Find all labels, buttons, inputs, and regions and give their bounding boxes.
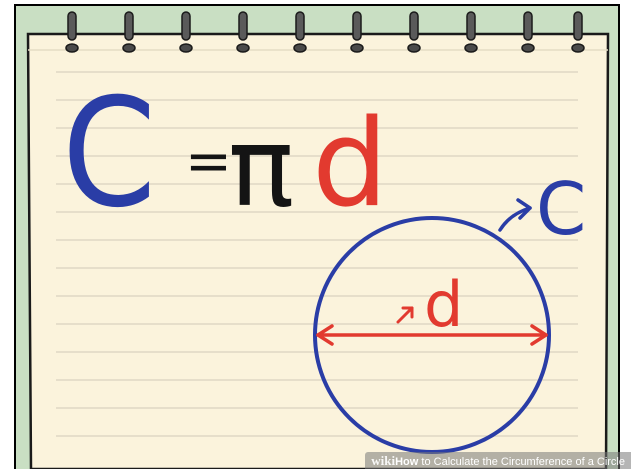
spiral-rings [65,11,585,53]
ring-icon [571,11,585,53]
watermark-how: How [395,456,419,468]
ring-icon [464,11,478,53]
ring-icon [407,11,421,53]
wikihow-watermark: wikiHow to Calculate the Circumference o… [365,452,631,469]
circumference-arrow-icon [498,198,532,232]
diameter-arrow-icon [316,324,548,346]
diameter-label: d [424,268,463,341]
formula-equals: = [185,129,232,194]
ring-icon [65,11,79,53]
watermark-brand: wiki [371,453,396,468]
pointer-arrow-icon [396,306,414,324]
ring-icon [293,11,307,53]
formula-pi: π [228,103,294,231]
circumference-label: C [536,167,586,251]
ring-icon [179,11,193,53]
ring-icon [122,11,136,53]
formula-d: d [312,95,388,234]
ring-icon [350,11,364,53]
ring-icon [236,11,250,53]
ring-icon [521,11,535,53]
formula-c: C [62,66,156,240]
watermark-title: to Calculate the Circumference of a Circ… [418,456,625,468]
